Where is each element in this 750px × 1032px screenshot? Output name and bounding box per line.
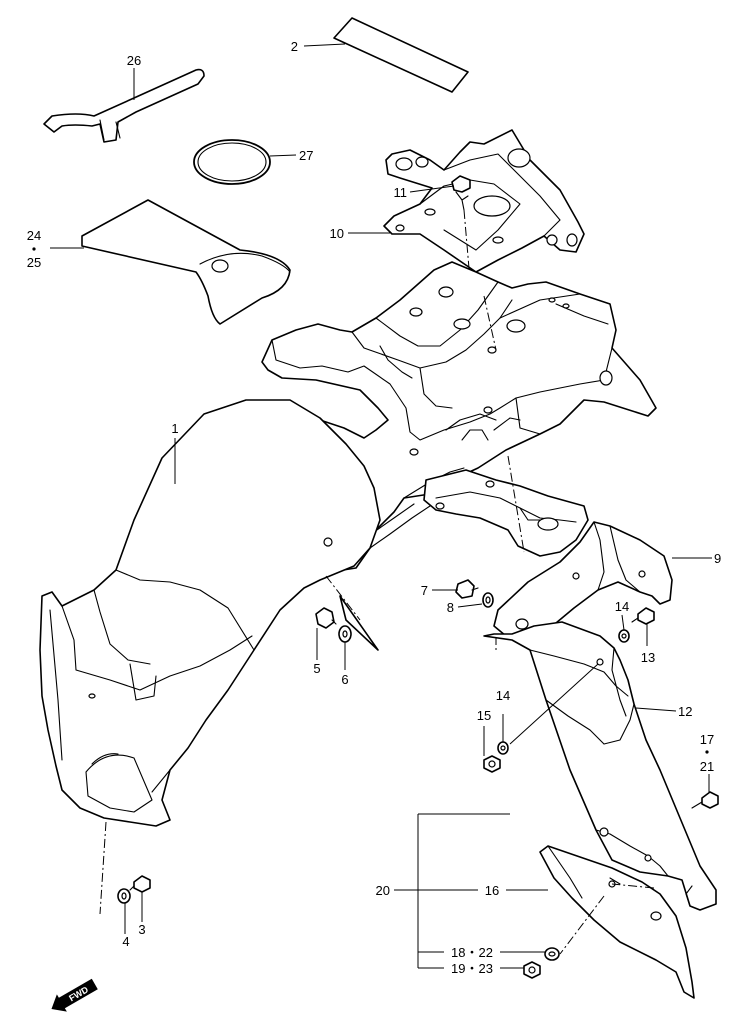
label-4: 4 — [122, 934, 129, 949]
part-18-22-nut — [544, 947, 560, 961]
part-9-bracket — [493, 521, 712, 650]
part-19-23-nut — [523, 961, 541, 979]
part-6-washer — [338, 625, 352, 670]
group-bracket — [394, 813, 548, 969]
part-11-bolt — [409, 175, 471, 281]
fwd-arrow-icon: FWD — [51, 978, 98, 1012]
part-13-bolt — [631, 607, 655, 646]
label-27: 27 — [299, 148, 313, 163]
part-15-nut — [483, 726, 501, 773]
label-14-upper: 14 — [615, 599, 629, 614]
part-17-21-bolt — [691, 774, 719, 809]
label-2: 2 — [291, 39, 298, 54]
label-21: 21 — [700, 759, 714, 774]
label-6: 6 — [341, 672, 348, 687]
part-24-25-tool-bag — [50, 199, 291, 325]
part-8-washer — [457, 592, 494, 608]
part-1-tail-flap — [325, 575, 379, 651]
part-26-spanner — [43, 68, 205, 143]
label-5: 5 — [313, 661, 320, 676]
part-labels: 2 26 27 11 10 24 25 1 9 7 8 14 13 5 6 12… — [27, 39, 721, 976]
part-10-bracket — [348, 129, 585, 273]
part-4-washer — [117, 888, 131, 934]
part-1-rear-fender — [39, 399, 381, 915]
label-18-22: 18・22 — [451, 945, 493, 960]
label-11: 11 — [394, 185, 408, 200]
label-19-23: 19・23 — [451, 961, 493, 976]
label-7: 7 — [421, 583, 428, 598]
label-24: 24 — [27, 228, 41, 243]
label-16: 16 — [485, 883, 499, 898]
part-7-bolt — [432, 579, 479, 599]
label-9: 9 — [714, 551, 721, 566]
part-12-plate-holder — [483, 621, 717, 911]
part-14-washer-upper — [618, 614, 630, 643]
label-10: 10 — [330, 226, 344, 241]
label-15: 15 — [477, 708, 491, 723]
label-25: 25 — [27, 255, 41, 270]
label-12: 12 — [678, 704, 692, 719]
label-3: 3 — [138, 922, 145, 937]
part-3-bolt — [129, 875, 151, 922]
label-dot-24-25 — [32, 247, 36, 251]
label-8: 8 — [447, 600, 454, 615]
part-14-washer-lower — [497, 714, 509, 755]
part-16-plate — [539, 845, 695, 999]
label-1: 1 — [171, 421, 178, 436]
label-17: 17 — [700, 732, 714, 747]
label-dot-17-21 — [705, 750, 709, 754]
label-13: 13 — [641, 650, 655, 665]
part-5-bolt — [315, 607, 337, 660]
label-20: 20 — [376, 883, 390, 898]
label-14-lower: 14 — [496, 688, 510, 703]
part-27-band — [193, 139, 297, 185]
lower-crossmember — [423, 455, 589, 557]
part-2-sticker — [303, 17, 469, 93]
label-26: 26 — [127, 53, 141, 68]
